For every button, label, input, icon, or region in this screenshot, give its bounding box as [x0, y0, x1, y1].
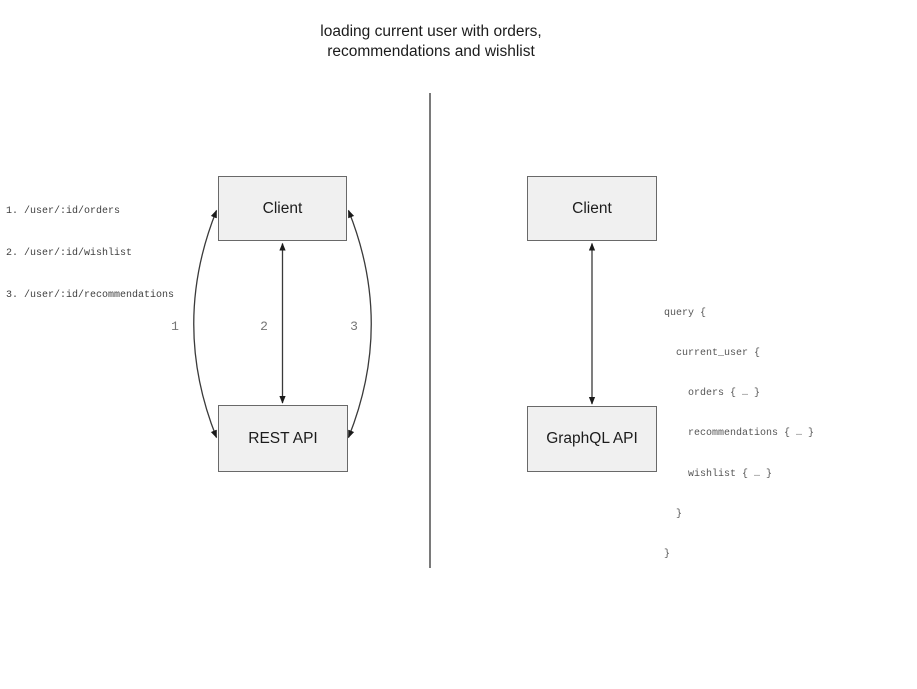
- node-rest-api: REST API: [218, 405, 348, 472]
- node-client-graphql: Client: [527, 176, 657, 241]
- diagram-title: loading current user with orders, recomm…: [181, 22, 681, 62]
- node-graphql-api: GraphQL API: [527, 406, 657, 472]
- query-line: wishlist { … }: [664, 468, 773, 480]
- endpoint-item-recommendations: 3. /user/:id/recommendations: [6, 290, 175, 301]
- endpoint-item-wishlist: 2. /user/:id/wishlist: [6, 248, 133, 259]
- rest-endpoint-list: 1. /user/:id/orders 2. /user/:id/wishlis…: [6, 177, 174, 331]
- arrow-label-2: 2: [260, 319, 268, 334]
- endpoint-item-orders: 1. /user/:id/orders: [6, 206, 121, 217]
- query-line: orders { … }: [664, 388, 761, 400]
- query-line: }: [664, 508, 683, 520]
- node-client-graphql-label: Client: [572, 199, 612, 217]
- query-line: current_user {: [664, 348, 761, 360]
- rest-arrow-1-curve: [193, 209, 218, 439]
- graphql-query-snippet: query { current_user { orders { … } reco…: [664, 280, 814, 588]
- arrow-label-3: 3: [350, 319, 358, 334]
- title-line-1: loading current user with orders,: [320, 23, 542, 40]
- arrow-label-1: 1: [171, 319, 179, 334]
- node-graphql-api-label: GraphQL API: [546, 430, 638, 447]
- section-divider: [428, 93, 431, 568]
- query-line: query {: [664, 307, 707, 319]
- title-line-2: recommendations and wishlist: [327, 43, 535, 60]
- node-rest-api-label: REST API: [248, 429, 318, 447]
- node-client-rest-label: Client: [262, 199, 303, 217]
- query-line: }: [664, 549, 671, 561]
- node-client-rest: Client: [218, 176, 347, 241]
- query-line: recommendations { … }: [664, 428, 815, 440]
- rest-arrow-3-curve: [347, 209, 372, 439]
